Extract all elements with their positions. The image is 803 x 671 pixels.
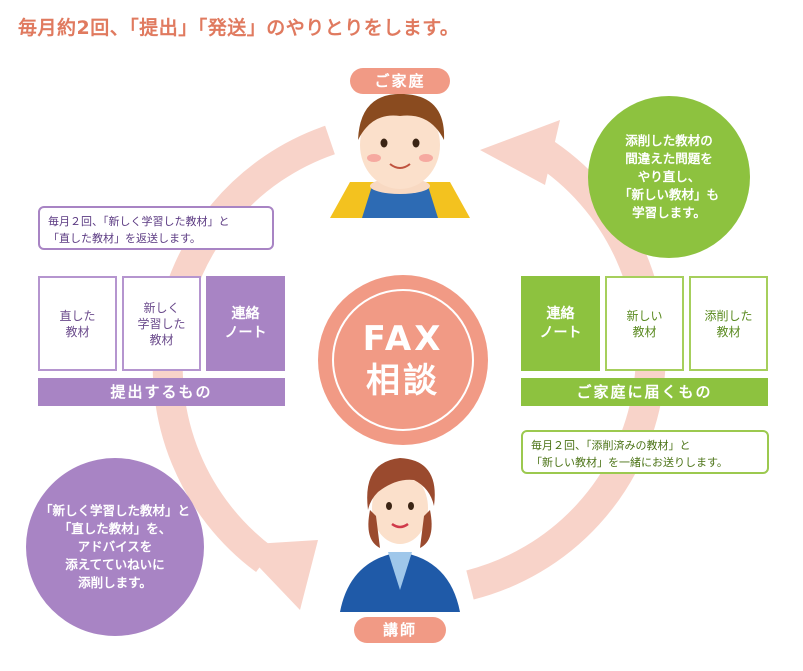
- fax-ring: FAX 相談: [332, 289, 474, 431]
- submit-note: 毎月２回、「新しく学習した教材」と 「直した教材」を返送します。: [38, 206, 274, 250]
- consultation-text: 相談: [366, 361, 440, 401]
- fax-text: FAX: [362, 319, 444, 359]
- home-role-label: ご家庭: [350, 68, 450, 94]
- bubble-line: 間違えた問題を: [625, 151, 713, 166]
- teacher-illustration: [340, 458, 460, 612]
- submit-card-newly-studied-material: 新しく 学習した 教材: [122, 276, 201, 371]
- deliver-note-line-1: 毎月２回、「添削済みの教材」と: [531, 439, 691, 452]
- deliver-card-contact-notebook: 連絡 ノート: [521, 276, 600, 371]
- card-line: 学習した: [137, 316, 186, 331]
- deliver-card-corrected-material: 添削した 教材: [689, 276, 768, 371]
- page-headline: 毎月約2回、「提出」「発送」のやりとりをします。: [18, 17, 460, 39]
- bubble-line: やり直し、: [637, 169, 701, 184]
- bubble-line: 「新しく学習した教材」と: [39, 503, 190, 518]
- submit-note-line-1: 毎月２回、「新しく学習した教材」と: [48, 215, 230, 228]
- card-line: 教材: [149, 332, 174, 347]
- bubble-line: 添削します。: [78, 575, 152, 590]
- card-line: 新しく: [143, 300, 180, 315]
- card-line: 教材: [716, 324, 741, 339]
- card-line: 教材: [65, 324, 90, 339]
- home-action-bubble: 添削した教材の 間違えた問題を やり直し、 「新しい教材」も 学習します。: [588, 96, 750, 258]
- left-arrowhead: [238, 540, 318, 610]
- deliver-note: 毎月２回、「添削済みの教材」と 「新しい教材」を一緒にお送りします。: [521, 430, 769, 474]
- submit-card-contact-notebook: 連絡 ノート: [206, 276, 285, 371]
- card-line: 直した: [59, 308, 96, 323]
- bubble-line: 「新しい教材」も: [618, 187, 719, 202]
- card-line: ノート: [224, 324, 267, 341]
- card-line: 添削した: [704, 308, 753, 323]
- deliver-card-new-material: 新しい 教材: [605, 276, 684, 371]
- submit-card-corrected-material: 直した 教材: [38, 276, 117, 371]
- bubble-line: アドバイスを: [77, 539, 153, 554]
- card-line: 新しい: [626, 308, 663, 323]
- teacher-action-bubble: 「新しく学習した教材」と 「直した教材」を、 アドバイスを 添えてていねいに 添…: [26, 458, 204, 636]
- deliver-note-line-2: 「新しい教材」を一緒にお送りします。: [531, 456, 728, 469]
- child-illustration: [330, 93, 470, 218]
- card-line: 連絡: [231, 305, 260, 322]
- bubble-line: 添削した教材の: [625, 133, 713, 148]
- submit-note-line-2: 「直した教材」を返送します。: [48, 232, 201, 245]
- card-line: 連絡: [546, 305, 575, 322]
- deliver-items-band: ご家庭に届くもの: [521, 378, 768, 406]
- card-line: 教材: [632, 324, 657, 339]
- submit-items-band: 提出するもの: [38, 378, 285, 406]
- card-line: ノート: [539, 324, 582, 341]
- bubble-line: 添えてていねいに: [65, 557, 165, 572]
- fax-consultation-circle: FAX 相談: [318, 275, 488, 445]
- bubble-line: 「直した教材」を、: [58, 521, 172, 536]
- teacher-role-label: 講師: [354, 617, 446, 643]
- bubble-line: 学習します。: [632, 205, 706, 220]
- right-arrowhead: [480, 120, 560, 185]
